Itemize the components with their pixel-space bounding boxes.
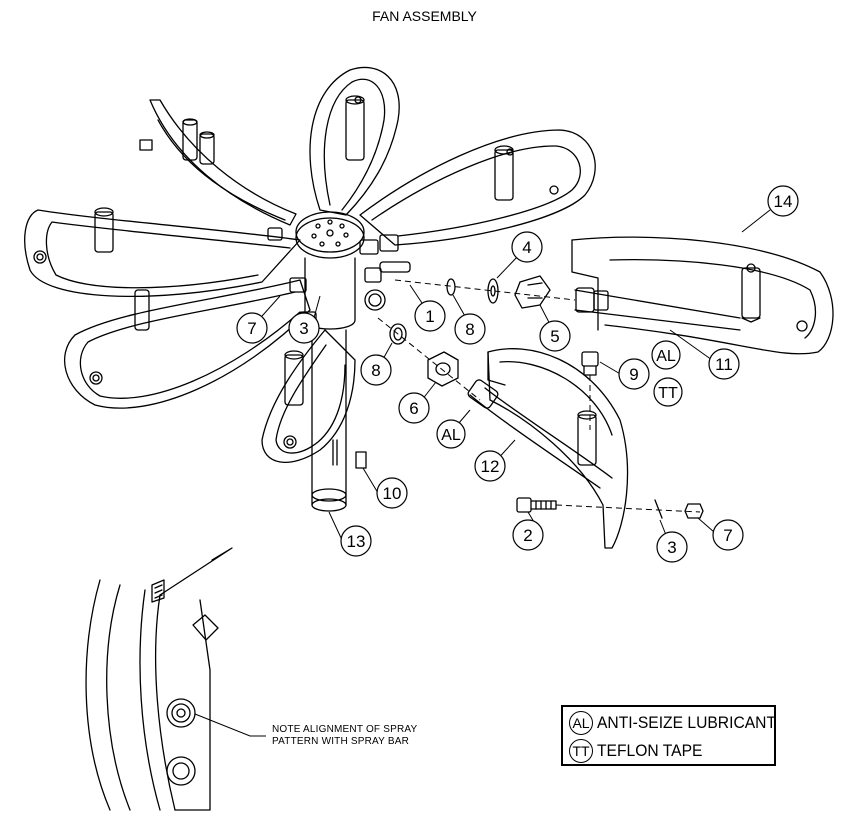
callout-circle-14 xyxy=(767,185,799,217)
nut-6 xyxy=(427,351,459,387)
callout-label-7: 7 xyxy=(723,526,732,545)
callout-label-14: 14 xyxy=(774,192,793,211)
key-10 xyxy=(355,451,367,469)
callout-label-5: 5 xyxy=(550,327,559,346)
washer-3-lower xyxy=(654,499,663,519)
legend-text-anti-seize: ANTI-SEIZE LUBRICANT xyxy=(597,713,777,732)
callout-label-7: 7 xyxy=(247,319,256,338)
fan-blade-top xyxy=(309,66,400,216)
callout-circle-4 xyxy=(511,231,543,263)
callout-label-8: 8 xyxy=(465,320,474,339)
washer-8-lower xyxy=(389,323,407,345)
symbol-label-al: AL xyxy=(441,427,461,444)
spray-shaft-13 xyxy=(311,329,347,512)
callout-circle-9 xyxy=(618,358,650,390)
washer-8-upper xyxy=(446,278,456,296)
symbol-legend: AL ANTI-SEIZE LUBRICANT TT TEFLON TAPE xyxy=(561,705,776,766)
symbol-circle-al xyxy=(651,340,681,370)
callout-circle-10 xyxy=(376,477,408,509)
diagram-title: FAN ASSEMBLY xyxy=(372,8,477,24)
detail-view-spray-nozzle xyxy=(85,547,233,811)
callout-label-12: 12 xyxy=(481,457,500,476)
fan-blade-14 xyxy=(571,236,834,355)
callout-circle-5 xyxy=(539,320,571,352)
spray-bar-11 xyxy=(574,287,741,331)
fan-blade-upper-left xyxy=(139,99,297,226)
fan-blade-lower-left xyxy=(64,279,311,409)
callout-label-13: 13 xyxy=(347,532,366,551)
symbol-circle-tt xyxy=(653,377,683,407)
note-line-2: PATTERN WITH SPRAY BAR xyxy=(272,736,410,747)
callout-label-8: 8 xyxy=(371,361,380,380)
fan-blade-right xyxy=(359,129,596,246)
callout-circle-12 xyxy=(474,450,506,482)
fitting-9 xyxy=(581,351,599,376)
legend-text-teflon: TEFLON TAPE xyxy=(597,741,703,760)
callout-circle-2 xyxy=(512,519,544,551)
fan-blade-lower-right xyxy=(487,348,629,549)
callout-label-3: 3 xyxy=(299,319,308,338)
callout-circle-7 xyxy=(236,312,268,344)
bolt-2 xyxy=(516,497,557,513)
callout-circle-1 xyxy=(414,300,446,332)
callout-circle-11 xyxy=(708,348,740,380)
callout-label-3: 3 xyxy=(667,538,676,557)
callout-circle-8 xyxy=(454,313,486,345)
callout-label-4: 4 xyxy=(522,238,531,257)
symbol-circle-al xyxy=(436,419,466,449)
callout-label-11: 11 xyxy=(715,355,733,374)
legend-row-teflon: TT TEFLON TAPE xyxy=(569,738,712,764)
nut-7-lower xyxy=(684,503,704,519)
callout-label-9: 9 xyxy=(629,365,638,384)
callout-circle-7 xyxy=(712,519,744,551)
nut-5 xyxy=(514,275,551,309)
callout-label-2: 2 xyxy=(523,526,532,545)
callout-circle-8 xyxy=(360,354,392,386)
callout-label-10: 10 xyxy=(383,484,402,503)
callout-label-6: 6 xyxy=(409,399,418,418)
symbol-label-tt: TT xyxy=(658,385,678,402)
fan-hub xyxy=(267,211,411,330)
callout-circle-6 xyxy=(398,392,430,424)
callout-circle-3 xyxy=(656,531,688,563)
callout-circle-3 xyxy=(288,312,320,344)
legend-row-anti-seize: AL ANTI-SEIZE LUBRICANT xyxy=(569,710,792,736)
legend-symbol-al: AL xyxy=(569,711,593,735)
callout-label-1: 1 xyxy=(425,307,434,326)
spray-alignment-note: NOTE ALIGNMENT OF SPRAY PATTERN WITH SPR… xyxy=(272,724,417,748)
note-line-1: NOTE ALIGNMENT OF SPRAY xyxy=(272,724,418,735)
legend-symbol-tt: TT xyxy=(569,739,593,763)
fan-blade-bottom xyxy=(261,329,356,463)
fan-blade-left xyxy=(24,207,301,331)
symbol-label-al: AL xyxy=(656,348,676,365)
callout-circle-13 xyxy=(340,525,372,557)
